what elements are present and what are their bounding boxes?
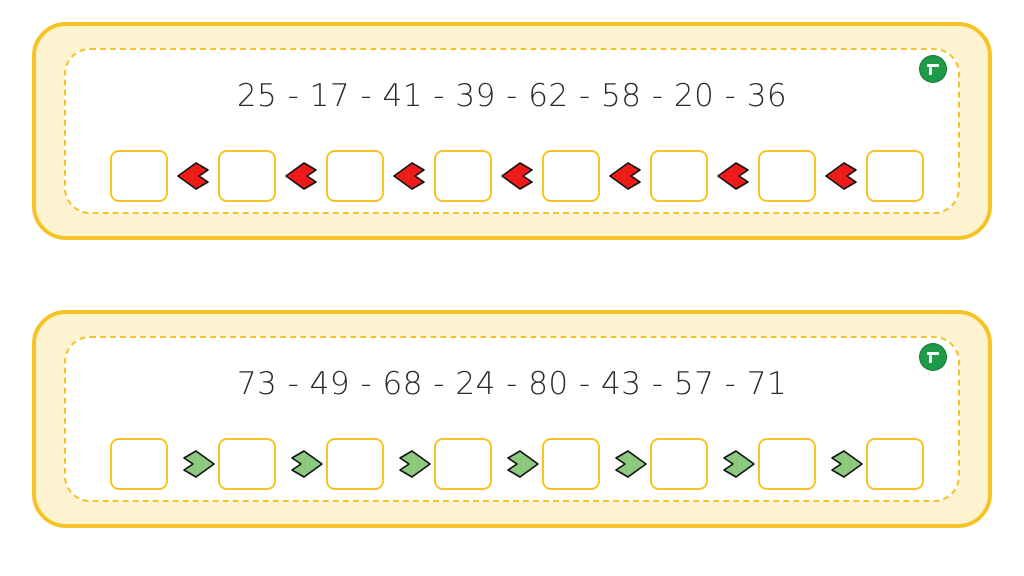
less-than-arrow-icon [609, 162, 641, 190]
sequence-card-2: 73 - 49 - 68 - 24 - 80 - 43 - 57 - 71 [32, 310, 992, 528]
logo-icon [920, 56, 946, 82]
answer-box[interactable] [218, 150, 276, 202]
answer-row [110, 438, 936, 494]
answer-box[interactable] [758, 438, 816, 490]
sequence-card-1: 25 - 17 - 41 - 39 - 62 - 58 - 20 - 36 [32, 22, 992, 240]
answer-box[interactable] [866, 150, 924, 202]
greater-than-arrow-icon [723, 450, 755, 478]
less-than-arrow-icon [393, 162, 425, 190]
answer-box[interactable] [650, 150, 708, 202]
greater-than-arrow-icon [399, 450, 431, 478]
answer-box[interactable] [110, 150, 168, 202]
answer-box[interactable] [542, 438, 600, 490]
answer-box[interactable] [434, 150, 492, 202]
less-than-arrow-icon [501, 162, 533, 190]
less-than-arrow-icon [717, 162, 749, 190]
numbers-list: 73 - 49 - 68 - 24 - 80 - 43 - 57 - 71 [236, 366, 788, 402]
answer-box[interactable] [758, 150, 816, 202]
greater-than-arrow-icon [183, 450, 215, 478]
logo-icon [920, 344, 946, 370]
answer-box[interactable] [326, 150, 384, 202]
greater-than-arrow-icon [831, 450, 863, 478]
numbers-list: 25 - 17 - 41 - 39 - 62 - 58 - 20 - 36 [236, 78, 788, 114]
greater-than-arrow-icon [291, 450, 323, 478]
greater-than-arrow-icon [615, 450, 647, 478]
answer-box[interactable] [866, 438, 924, 490]
answer-box[interactable] [650, 438, 708, 490]
less-than-arrow-icon [825, 162, 857, 190]
answer-row [110, 150, 936, 206]
greater-than-arrow-icon [507, 450, 539, 478]
less-than-arrow-icon [285, 162, 317, 190]
answer-box[interactable] [218, 438, 276, 490]
less-than-arrow-icon [177, 162, 209, 190]
answer-box[interactable] [326, 438, 384, 490]
answer-box[interactable] [110, 438, 168, 490]
answer-box[interactable] [434, 438, 492, 490]
answer-box[interactable] [542, 150, 600, 202]
